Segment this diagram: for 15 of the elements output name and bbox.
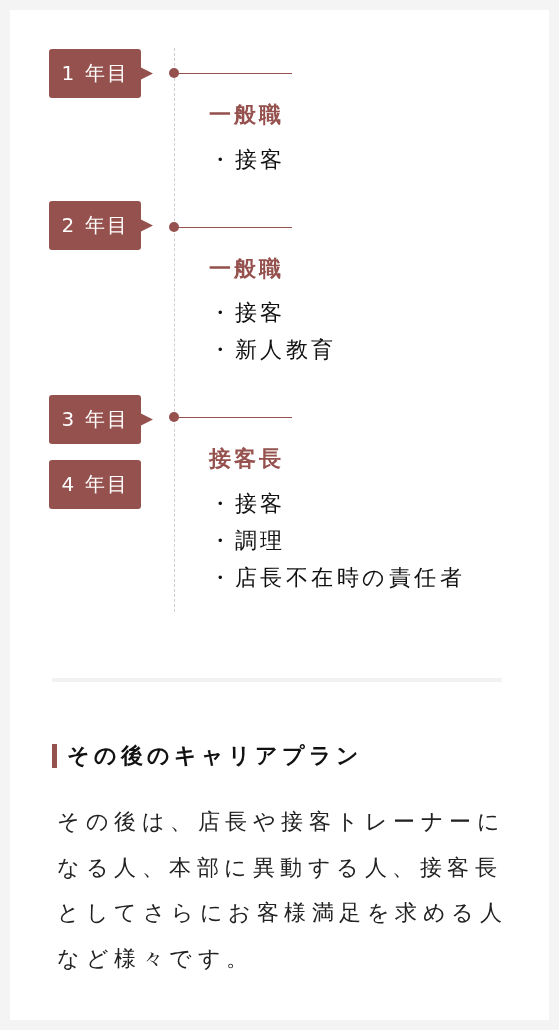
role-heading: 一般職: [209, 101, 284, 129]
body-text: その後は、店長や接客トレーナーになる人、本部に異動する人、接客長としてさらにお客様満足を求める人など様々です。: [57, 808, 507, 973]
year-badge: 3 年目: [49, 395, 153, 444]
list-item: ・接客: [209, 490, 286, 518]
list-item: ・新人教育: [209, 336, 337, 364]
section-heading: その後のキャリアプラン: [67, 742, 363, 770]
role-heading: 一般職: [209, 255, 284, 283]
role-heading: 接客長: [209, 445, 284, 473]
list-item: ・調理: [209, 527, 286, 555]
year-badge: 4 年目: [49, 460, 141, 509]
list-item: ・接客: [209, 146, 286, 174]
list-item: ・接客: [209, 299, 286, 327]
list-item: ・店長不在時の責任者: [209, 564, 465, 592]
year-badge: 2 年目: [49, 201, 153, 250]
year-badge: 1 年目: [49, 49, 153, 98]
